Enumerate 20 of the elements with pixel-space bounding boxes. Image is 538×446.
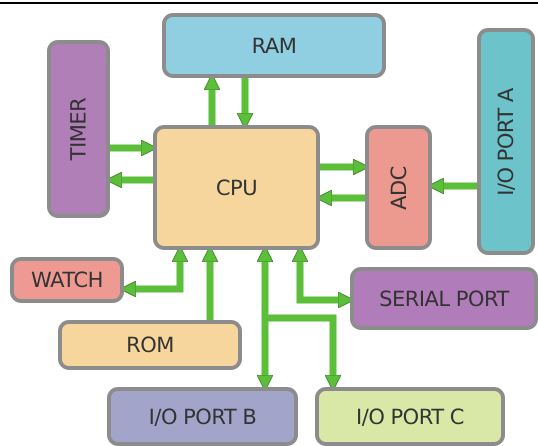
block-label: CPU (216, 176, 258, 200)
block-box (162, 13, 386, 78)
block-label: ROM (126, 333, 174, 357)
block-label: I/O PORT A (494, 88, 518, 196)
block-box (365, 125, 432, 250)
block-label: TIMER (66, 98, 90, 160)
block-box (477, 28, 535, 255)
block-label: I/O PORT B (148, 404, 256, 428)
block-box (153, 125, 320, 250)
block-box (315, 387, 505, 446)
block-label: I/O PORT C (356, 404, 464, 428)
block-box (10, 257, 124, 303)
block-label: RAM (252, 34, 296, 58)
block-box (58, 320, 242, 370)
block-box (350, 267, 538, 330)
block-label: ADC (386, 166, 410, 210)
block-box (47, 40, 110, 218)
block-label: WATCH (31, 268, 103, 292)
block-box (107, 387, 298, 446)
block-label: SERIAL PORT (379, 286, 509, 310)
